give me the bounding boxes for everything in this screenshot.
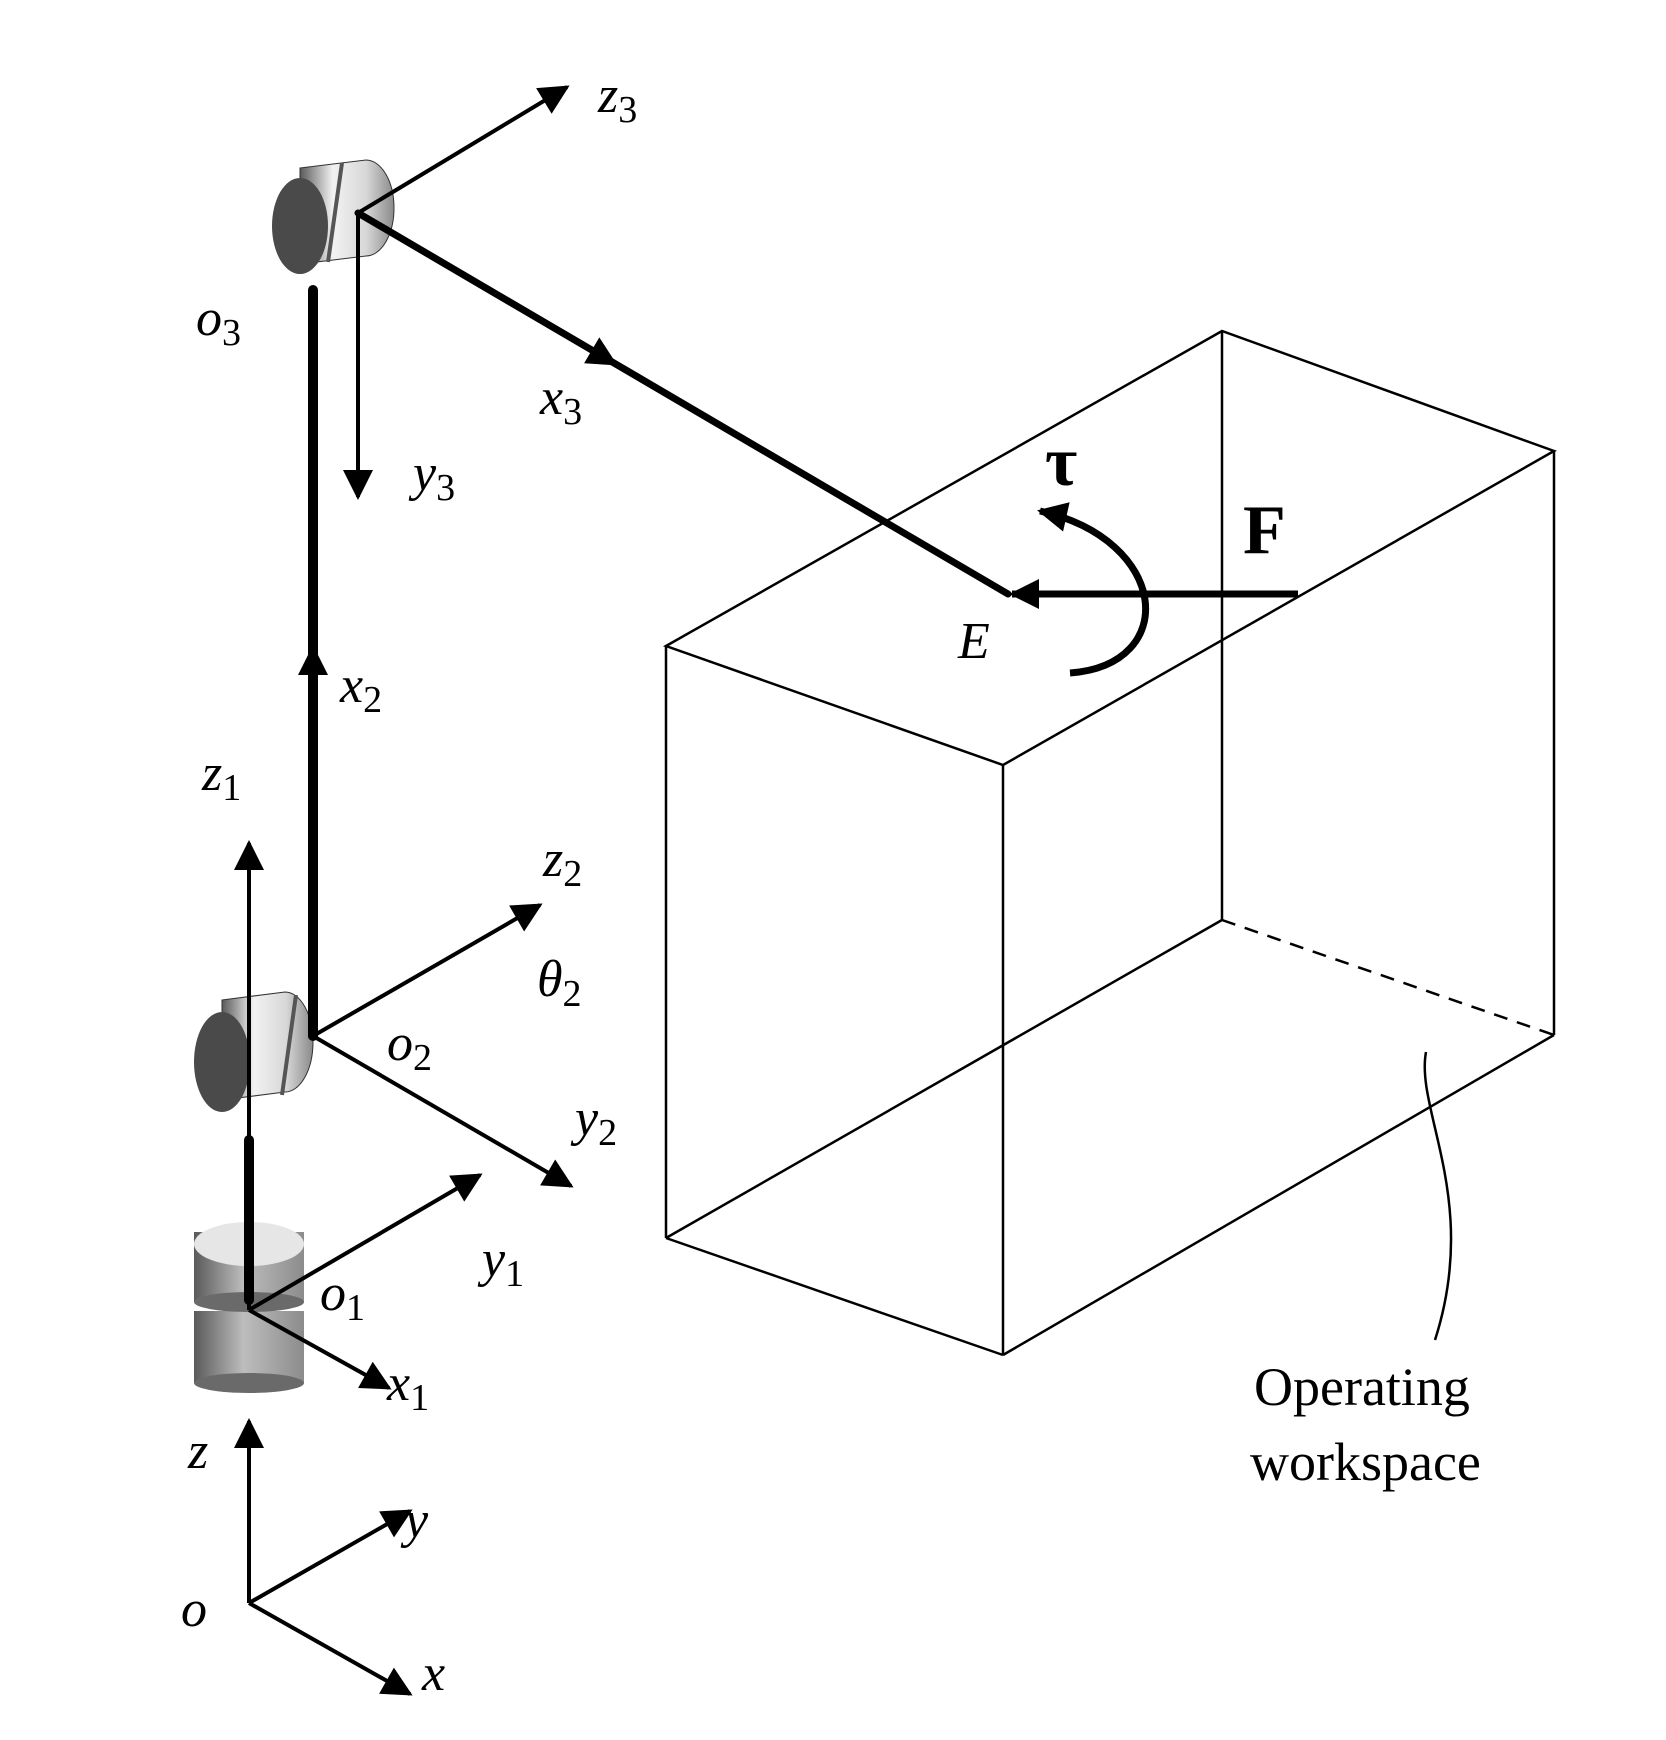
workspace-label-line2: workspace	[1250, 1432, 1481, 1492]
label-o2: o2	[387, 1015, 432, 1079]
axis-x1	[248, 1308, 392, 1390]
label-theta2: θ2	[537, 951, 582, 1015]
axis-y1	[247, 1173, 483, 1312]
axis-z2	[312, 903, 543, 1038]
axes	[234, 85, 618, 1696]
label-x3: x3	[539, 369, 582, 433]
label-x1: x1	[386, 1355, 429, 1419]
label-y: y	[400, 1492, 429, 1549]
label-y1: y1	[477, 1231, 524, 1295]
label-z1: z1	[201, 745, 241, 809]
robot-links	[244, 209, 1012, 1305]
label-y3: y3	[408, 445, 455, 509]
workspace-label-line1: Operating	[1254, 1357, 1470, 1417]
label-torque: τ	[1045, 424, 1077, 501]
axis-x	[248, 1601, 413, 1696]
label-x: x	[421, 1645, 445, 1702]
workspace-edge	[1002, 1033, 1555, 1357]
label-z2: z2	[542, 831, 582, 895]
label-x2: x2	[339, 657, 382, 721]
label-o3: o3	[196, 290, 241, 354]
axis-y	[248, 1509, 413, 1605]
workspace-leader-line	[1423, 1051, 1453, 1341]
torque-arrow	[1037, 502, 1150, 677]
joint-2-cylinder	[194, 991, 314, 1112]
workspace-edge	[665, 1236, 1004, 1357]
workspace-hidden-edge	[1221, 918, 1555, 1037]
labels: z3 o3 x3 y3 x2 z2 θ2 o2 y2 z1 y1 o1 x1 z…	[181, 67, 1481, 1702]
label-o: o	[181, 1581, 207, 1638]
axis-z3	[356, 85, 570, 215]
force-torque	[1009, 502, 1298, 677]
workspace-top-face	[662, 329, 1557, 767]
workspace-edge	[665, 918, 1223, 1240]
workspace-box	[662, 329, 1557, 1357]
joint-3-cylinder	[272, 159, 395, 274]
label-z3: z3	[597, 67, 637, 131]
link-3	[354, 209, 1012, 598]
label-y2: y2	[570, 1090, 617, 1154]
axis-y2	[311, 1034, 574, 1188]
label-force: F	[1243, 492, 1286, 569]
label-end-effector: E	[957, 613, 990, 670]
label-z: z	[187, 1423, 208, 1480]
label-o1: o1	[320, 1265, 365, 1329]
